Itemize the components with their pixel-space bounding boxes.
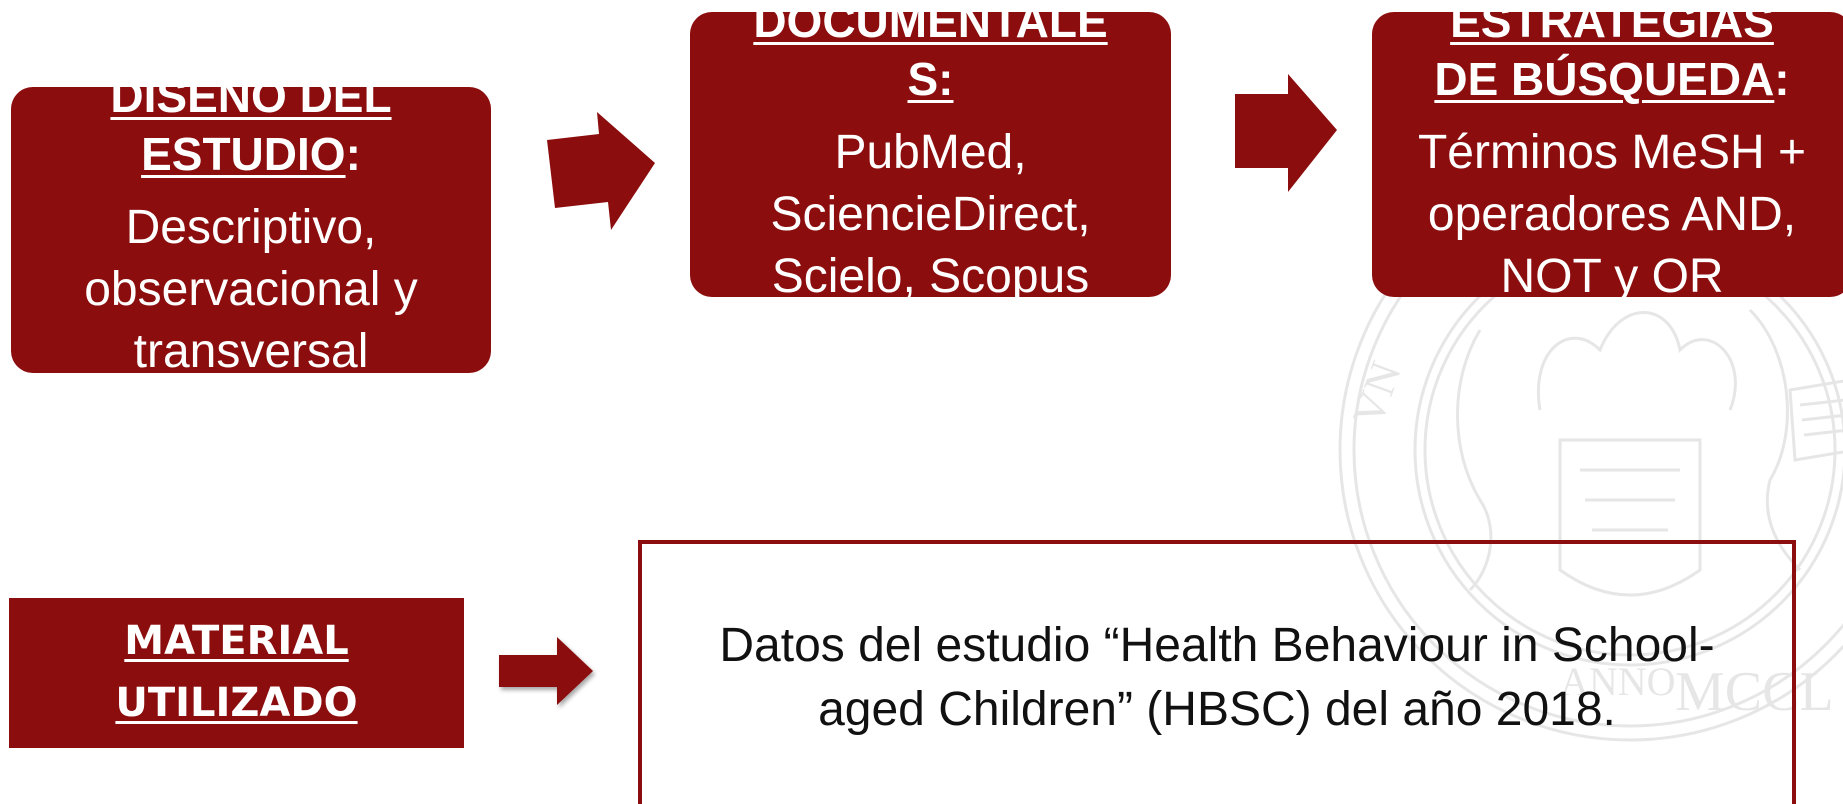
- design-heading: DISEÑO DEL ESTUDIO:: [11, 87, 491, 183]
- data-source-box: Datos del estudio “Health Behaviour in S…: [638, 540, 1796, 804]
- design-heading-text: DISEÑO DEL ESTUDIO: [110, 87, 392, 180]
- search-line-3: NOT y OR: [1500, 250, 1724, 297]
- search-heading: ESTRATEGIAS DE BÚSQUEDA:: [1372, 12, 1843, 108]
- search-strategies-box: ESTRATEGIAS DE BÚSQUEDA: Términos MeSH +…: [1372, 12, 1843, 297]
- search-heading-line-1: ESTRATEGIAS: [1450, 12, 1774, 47]
- search-heading-colon: :: [1774, 53, 1790, 105]
- databases-box: DOCUMENTALE S: PubMed, SciencieDirect, S…: [690, 12, 1171, 297]
- databases-line-3: Scielo, Scopus: [771, 250, 1090, 297]
- databases-heading-line-2: S:: [907, 53, 954, 105]
- search-body: Términos MeSH + operadores AND, NOT y OR: [1372, 122, 1843, 297]
- material-label-line-2: UTILIZADO: [115, 680, 358, 726]
- material-box: MATERIAL UTILIZADO: [9, 598, 464, 748]
- design-line-2: observacional y: [84, 263, 418, 316]
- data-source-text: Datos del estudio “Health Behaviour in S…: [642, 614, 1792, 742]
- design-line-1: Descriptivo,: [125, 201, 377, 254]
- search-heading-line-2: DE BÚSQUEDA: [1434, 53, 1775, 105]
- search-box-content: ESTRATEGIAS DE BÚSQUEDA: Términos MeSH +…: [1372, 12, 1843, 297]
- design-body: Descriptivo, observacional y transversal: [11, 197, 491, 373]
- design-box: DISEÑO DEL ESTUDIO: Descriptivo, observa…: [11, 87, 491, 373]
- right-arrow-icon: [1235, 74, 1337, 192]
- data-source-line-1: Datos del estudio “Health Behaviour in S…: [719, 619, 1715, 672]
- search-line-2: operadores AND,: [1427, 188, 1797, 241]
- university-seal-watermark: MCCL ANNO VN: [1338, 158, 1843, 742]
- design-line-3: transversal: [133, 325, 369, 373]
- seal-text-right: MCCL: [1675, 661, 1834, 723]
- databases-heading-line-1: DOCUMENTALE: [753, 12, 1108, 47]
- design-box-content: DISEÑO DEL ESTUDIO: Descriptivo, observa…: [11, 87, 491, 373]
- design-heading-colon: :: [345, 128, 361, 180]
- right-arrow-icon: [499, 637, 593, 705]
- search-line-1: Términos MeSH +: [1417, 126, 1807, 179]
- material-label-line-1: MATERIAL: [124, 618, 349, 664]
- databases-line-1: PubMed,: [834, 126, 1027, 179]
- databases-box-content: DOCUMENTALE S: PubMed, SciencieDirect, S…: [690, 12, 1171, 297]
- right-arrow-icon: [547, 112, 655, 230]
- databases-line-2: SciencieDirect,: [770, 188, 1091, 241]
- search-heading-line-2-wrap: DE BÚSQUEDA:: [1372, 50, 1843, 108]
- databases-heading: DOCUMENTALE S:: [690, 12, 1171, 108]
- databases-body: PubMed, SciencieDirect, Scielo, Scopus: [690, 122, 1171, 297]
- seal-text-bottom: ANNO: [1560, 659, 1676, 704]
- data-source-line-2: aged Children” (HBSC) del año 2018.: [818, 683, 1616, 736]
